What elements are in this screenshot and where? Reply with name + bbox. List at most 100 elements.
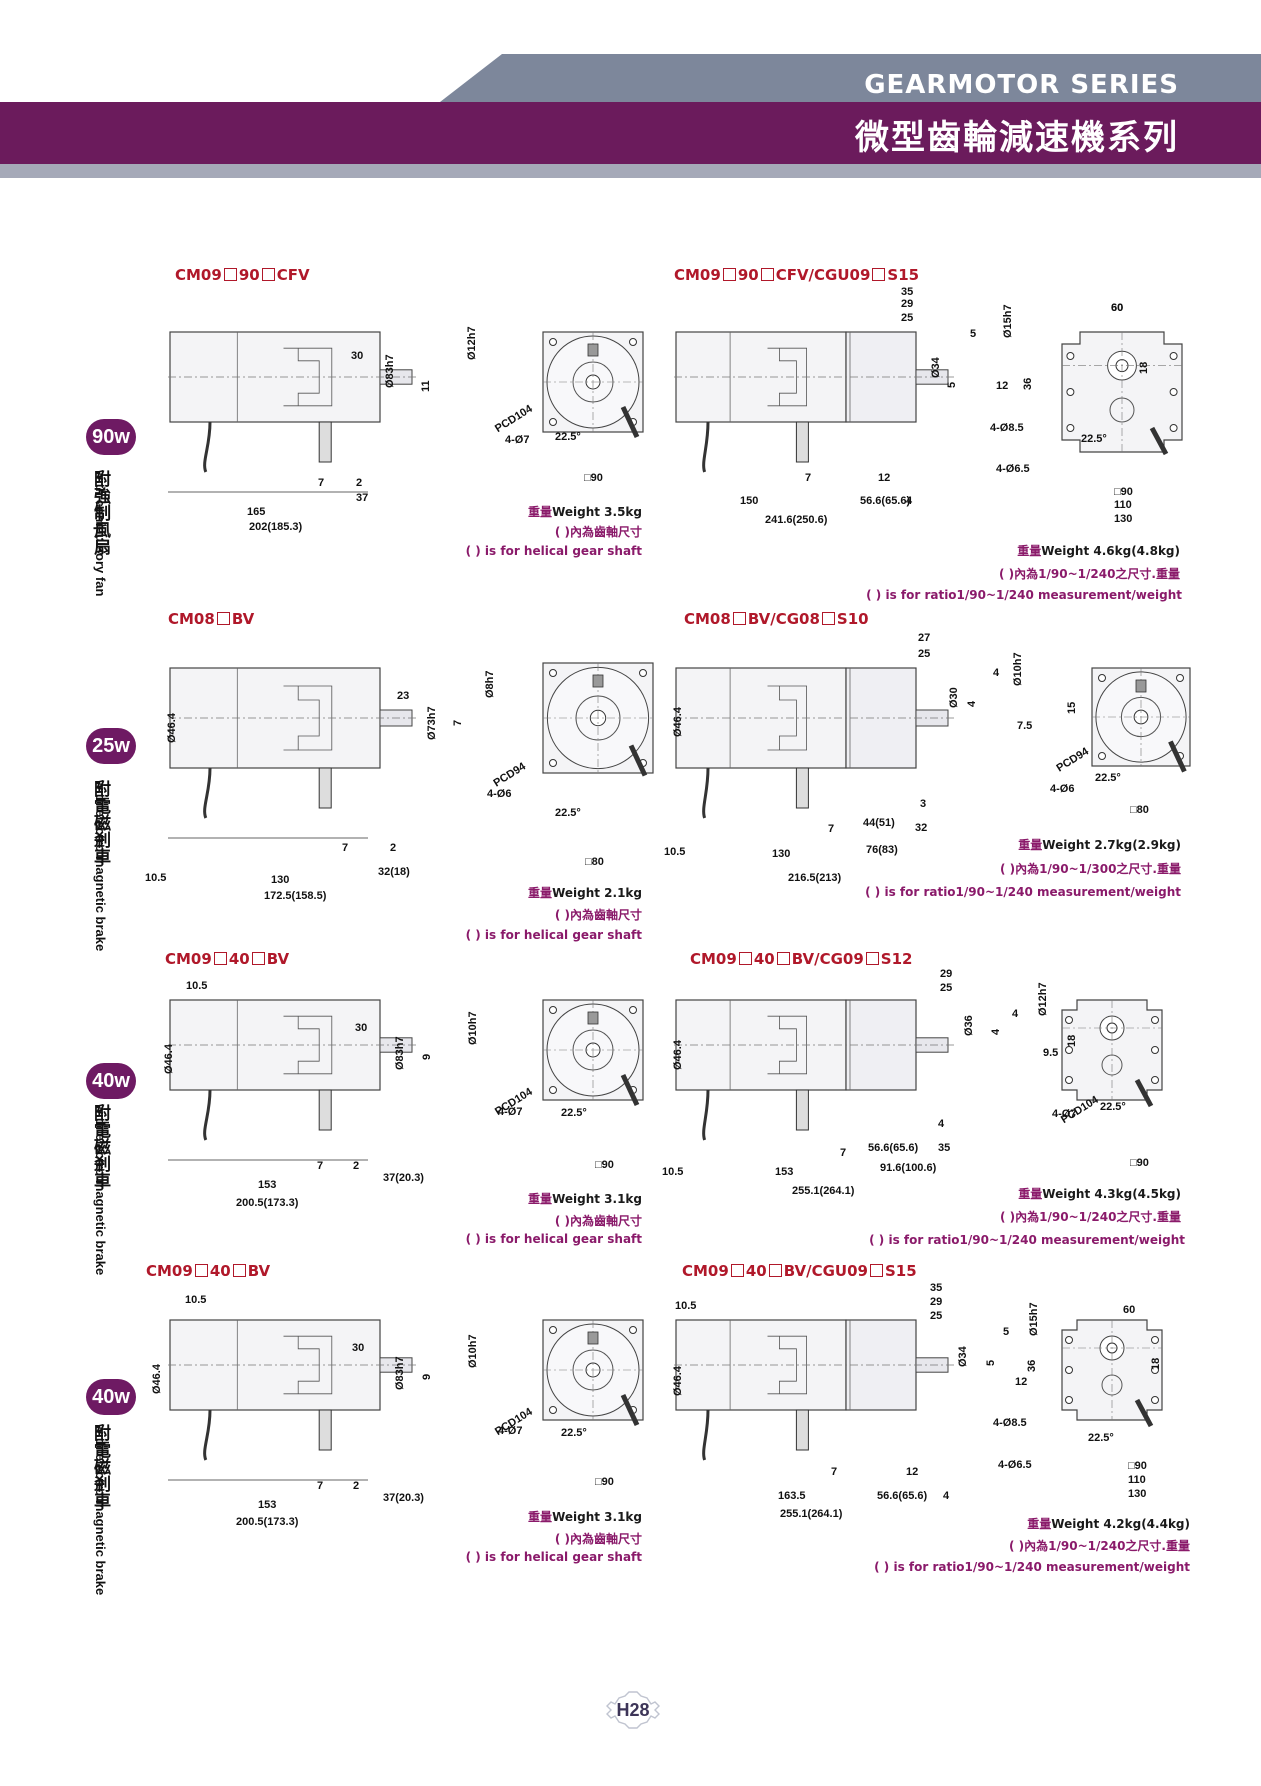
model-box-icon bbox=[223, 268, 237, 281]
dimension-label: PCD94 bbox=[1054, 745, 1091, 775]
model-title-left-part: BV bbox=[266, 950, 290, 968]
model-title-right-part: BV/CG09 bbox=[791, 950, 864, 968]
dimension-label: 110 bbox=[1128, 1474, 1146, 1486]
dimension-label: 4-Ø6.5 bbox=[996, 463, 1030, 475]
dimension-label: Ø15h7 bbox=[1028, 1302, 1040, 1336]
model-title-left-part: 40 bbox=[209, 1262, 231, 1280]
dimension-label: 110 bbox=[1114, 499, 1132, 511]
gearmotor-side-view bbox=[674, 1319, 954, 1461]
dimension-label: 163.5 bbox=[778, 1490, 806, 1502]
dimension-label: 4 bbox=[966, 700, 978, 707]
dimension-label: Ø83h7 bbox=[384, 354, 396, 388]
weight-value: Weight 3.5kg bbox=[552, 505, 642, 519]
dimension-label: 29 bbox=[901, 298, 914, 310]
dimension-label: 25 bbox=[940, 982, 953, 994]
series-title-zh: 微型齒輪減速機系列 bbox=[855, 118, 1179, 158]
side-caption-en: with electro magnetic brake bbox=[93, 780, 108, 952]
gearmotor-side-view bbox=[674, 999, 954, 1141]
dimension-label: 36 bbox=[1022, 377, 1034, 390]
dimension-label: Ø83h7 bbox=[394, 1036, 406, 1070]
dimension-label: 35 bbox=[938, 1142, 951, 1154]
model-box-icon bbox=[194, 1264, 208, 1277]
side-caption-en: with electro magnetic brake bbox=[93, 1104, 108, 1276]
dimension-label: 165 bbox=[247, 506, 266, 518]
dimension-label: Ø46.4 bbox=[672, 707, 684, 737]
note-left-en: ( ) is for helical gear shaft bbox=[465, 928, 642, 942]
note-right-zh: ( )內為1/90~1/240之尺寸.重量 bbox=[1000, 1210, 1181, 1224]
dimension-label: 7 bbox=[342, 842, 349, 854]
model-title-right-part: 40 bbox=[753, 950, 775, 968]
dimension-label: 4-Ø8.5 bbox=[993, 1417, 1027, 1429]
dimension-label: 4-Ø7 bbox=[505, 434, 530, 446]
dimension-label: 10.5 bbox=[662, 1166, 684, 1178]
side-caption-zh: 附強制風扇 bbox=[90, 470, 110, 555]
dimension-label: 4-Ø7 bbox=[498, 1106, 523, 1118]
note-left-en: ( ) is for helical gear shaft bbox=[465, 544, 642, 558]
model-box-icon bbox=[722, 268, 736, 281]
weight-value: Weight 3.1kg bbox=[552, 1192, 642, 1206]
dimension-label: 2 bbox=[353, 1480, 360, 1492]
dimension-label: 4-Ø6.5 bbox=[998, 1459, 1032, 1471]
dimension-label: 56.6(65.6) bbox=[860, 495, 911, 507]
motor-side-view bbox=[168, 667, 418, 839]
dimension-label: 7 bbox=[317, 1160, 324, 1172]
weight-value: Weight 4.6kg(4.8kg) bbox=[1041, 544, 1180, 558]
dimension-label: 60 bbox=[1111, 302, 1124, 314]
dimension-label: 32 bbox=[915, 822, 928, 834]
dimension-label: 18 bbox=[1138, 361, 1150, 374]
dimension-label: 4 bbox=[990, 1028, 1002, 1035]
dimension-label: 10.5 bbox=[675, 1300, 697, 1312]
dimension-label: 9.5 bbox=[1043, 1047, 1059, 1059]
side-caption-en: with electro magnetic brake bbox=[93, 1424, 108, 1596]
dimension-label: 37(20.3) bbox=[383, 1492, 424, 1504]
model-title-left-part: 90 bbox=[238, 266, 260, 284]
gearhead-front-view bbox=[1091, 667, 1191, 773]
dimension-label: □80 bbox=[1130, 804, 1149, 816]
gearmotor-side-view bbox=[674, 331, 954, 473]
dimension-label: Ø10h7 bbox=[467, 1334, 479, 1368]
header-banner bbox=[0, 54, 1261, 178]
dimension-label: 11 bbox=[420, 380, 432, 392]
dimension-label: 9 bbox=[421, 1373, 433, 1380]
dimension-label: 2 bbox=[356, 477, 363, 489]
model-title-right-part: S10 bbox=[836, 610, 869, 628]
dimension-label: 2 bbox=[390, 842, 397, 854]
weight-right: 重量Weight 4.2kg(4.4kg) bbox=[1027, 1515, 1190, 1532]
weight-right: 重量Weight 4.6kg(4.8kg) bbox=[1017, 542, 1180, 559]
weight-label-zh: 重量 bbox=[1018, 838, 1043, 852]
weight-label-zh: 重量 bbox=[528, 1510, 553, 1524]
dimension-label: 255.1(264.1) bbox=[792, 1185, 855, 1197]
dimension-label: 22.5° bbox=[1095, 772, 1121, 784]
dimension-label: 4-Ø7 bbox=[498, 1425, 523, 1437]
dimension-label: 22.5° bbox=[1088, 1432, 1114, 1444]
weight-right: 重量Weight 4.3kg(4.5kg) bbox=[1018, 1185, 1181, 1202]
dimension-label: Ø46.4 bbox=[163, 1044, 175, 1074]
power-badge: 25w bbox=[86, 728, 136, 764]
model-title-right-part: S15 bbox=[887, 266, 920, 284]
dimension-label: 76(83) bbox=[866, 844, 898, 856]
dimension-label: 7 bbox=[805, 472, 812, 484]
dimension-label: 130 bbox=[1128, 1488, 1147, 1500]
dimension-label: 23 bbox=[397, 690, 410, 702]
gearhead-front-view bbox=[1061, 999, 1163, 1108]
side-caption-en: with compulsory fan bbox=[93, 470, 108, 597]
dimension-label: 200.5(173.3) bbox=[236, 1516, 299, 1528]
note-right-zh: ( )內為1/90~1/240之尺寸.重量 bbox=[999, 567, 1180, 581]
dimension-label: Ø12h7 bbox=[466, 326, 478, 360]
dimension-label: 4 bbox=[993, 667, 1000, 679]
dimension-label: Ø30 bbox=[948, 687, 960, 708]
page-number: H28 bbox=[603, 1690, 663, 1730]
model-title-right-part: BV/CGU09 bbox=[783, 1262, 868, 1280]
dimension-label: 4-Ø6 bbox=[1050, 783, 1075, 795]
dimension-label: 22.5° bbox=[555, 807, 581, 819]
model-box-icon bbox=[232, 1264, 246, 1277]
note-left-zh: ( )內為齒軸尺寸 bbox=[554, 1532, 642, 1546]
dimension-label: 130 bbox=[772, 848, 791, 860]
weight-value: Weight 2.7kg(2.9kg) bbox=[1042, 838, 1181, 852]
dimension-label: 5 bbox=[946, 381, 958, 388]
